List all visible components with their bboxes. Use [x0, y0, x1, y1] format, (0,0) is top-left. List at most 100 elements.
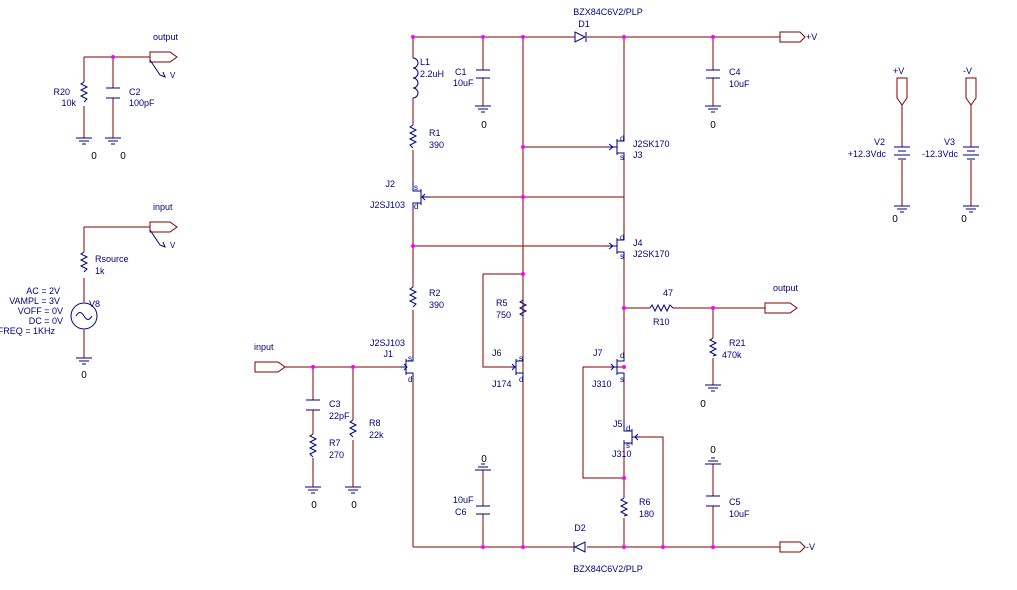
c6-value: 10uF [453, 495, 474, 505]
v3-battery[interactable] [963, 146, 979, 160]
c4-capacitor[interactable] [706, 69, 720, 79]
r5-value: 750 [496, 310, 511, 320]
vminus-top-port[interactable] [965, 77, 977, 106]
ground-label: 0 [961, 214, 967, 225]
output-port-label: output [153, 32, 179, 42]
j1-jfet[interactable] [400, 356, 414, 380]
pin-label: s [414, 183, 418, 192]
probe-label: V [170, 71, 176, 80]
r2-resistor[interactable] [408, 286, 418, 308]
r6-name: R6 [639, 497, 651, 507]
vminus-port[interactable] [779, 541, 806, 553]
r7-name: R7 [329, 438, 341, 448]
j6-name: J6 [492, 348, 502, 358]
r20-value: 10k [61, 98, 76, 108]
j4-name: J4 [633, 238, 643, 248]
c1-capacitor[interactable] [476, 69, 490, 79]
ground-symbol [76, 137, 92, 145]
pin-label: d [519, 375, 523, 384]
j7-part: J310 [592, 379, 612, 389]
voltage-probe-icon [149, 59, 166, 78]
ground-symbol [345, 486, 361, 494]
sine-source-icon[interactable] [70, 302, 98, 330]
v2-battery[interactable] [894, 146, 910, 160]
l1-name: L1 [420, 57, 430, 67]
c4-name: C4 [729, 67, 741, 77]
rsource-resistor[interactable] [79, 251, 89, 273]
pin-label: d [414, 202, 418, 211]
c5-capacitor[interactable] [706, 495, 720, 507]
vminus-top-label: -V [963, 66, 972, 76]
probe-label: V [170, 241, 176, 250]
output-port-mid[interactable] [764, 302, 798, 314]
r6-resistor[interactable] [619, 497, 629, 517]
j2-jfet[interactable] [412, 182, 430, 210]
ground-symbol [475, 105, 491, 113]
vplus-top-port[interactable] [896, 77, 908, 106]
j4-jfet[interactable] [607, 236, 625, 258]
c3-value: 22pF [329, 411, 350, 421]
r8-resistor[interactable] [348, 419, 358, 438]
c2-name: C2 [129, 87, 141, 97]
v8-name: V8 [89, 299, 100, 309]
c3-name: C3 [329, 399, 341, 409]
sine-wave-icon [75, 312, 93, 320]
r21-value: 470k [722, 350, 742, 360]
r10-resistor[interactable] [649, 303, 674, 313]
input-port-mid[interactable] [254, 361, 286, 373]
input-port-label: input [153, 202, 173, 212]
vplus-port-label: +V [806, 32, 817, 42]
c3-capacitor[interactable] [306, 399, 320, 411]
r8-name: R8 [369, 418, 381, 428]
j6-jfet[interactable] [510, 356, 524, 380]
j3-part: J2SK170 [633, 139, 670, 149]
ground-symbol [76, 357, 92, 365]
ground-label: 0 [481, 120, 487, 131]
c1-name: C1 [455, 67, 467, 77]
r7-resistor[interactable] [308, 433, 318, 458]
pin-label: d [620, 134, 624, 143]
ground-label: 0 [311, 500, 317, 511]
d1-zener-diode[interactable] [574, 31, 587, 43]
r20-name: R20 [53, 87, 70, 97]
r21-name: R21 [729, 338, 746, 348]
input-source-block: input V Rsource 1k V8 AC = 2V VAMPL = 3V… [0, 202, 178, 381]
d1-name: D1 [578, 19, 590, 29]
v8-freq: FREQ = 1KHz [0, 326, 55, 336]
r5-name: R5 [496, 298, 508, 308]
ground-label: 0 [481, 454, 487, 465]
ground-symbol [705, 457, 721, 465]
vplus-port[interactable] [779, 31, 806, 43]
pin-label: d [620, 351, 624, 360]
j5-part: J310 [612, 449, 632, 459]
input-port-mid-label: input [254, 342, 274, 352]
c2-value: 100pF [129, 98, 155, 108]
j1-part: J2SJ103 [370, 338, 405, 348]
pin-label: d [620, 233, 624, 242]
c2-capacitor[interactable] [106, 87, 120, 99]
d2-name: D2 [574, 523, 586, 533]
pin-label: s [626, 441, 630, 450]
r5-resistor[interactable] [518, 299, 528, 317]
c6-capacitor[interactable] [476, 505, 490, 515]
l1-inductor[interactable] [412, 57, 419, 99]
ground-label: 0 [710, 445, 716, 456]
j7-jfet[interactable] [610, 356, 625, 380]
v8-vampl: VAMPL = 3V [9, 296, 60, 306]
j1-name: J1 [383, 349, 393, 359]
r20-resistor[interactable] [79, 81, 89, 103]
r10-name: R10 [653, 317, 670, 327]
vplus-top-label: +V [893, 66, 904, 76]
d2-zener-diode[interactable] [573, 541, 586, 553]
j3-jfet[interactable] [607, 136, 625, 160]
input-port-top[interactable] [149, 221, 178, 233]
v3-value: -12.3Vdc [922, 149, 959, 159]
r2-value: 390 [429, 300, 444, 310]
j3-name: J3 [633, 150, 643, 160]
j5-jfet[interactable] [623, 420, 640, 450]
pin-label: s [519, 354, 523, 363]
ground-label: 0 [700, 399, 706, 410]
r21-resistor[interactable] [708, 337, 718, 357]
output-port-top[interactable] [149, 51, 178, 63]
r1-resistor[interactable] [408, 124, 418, 149]
